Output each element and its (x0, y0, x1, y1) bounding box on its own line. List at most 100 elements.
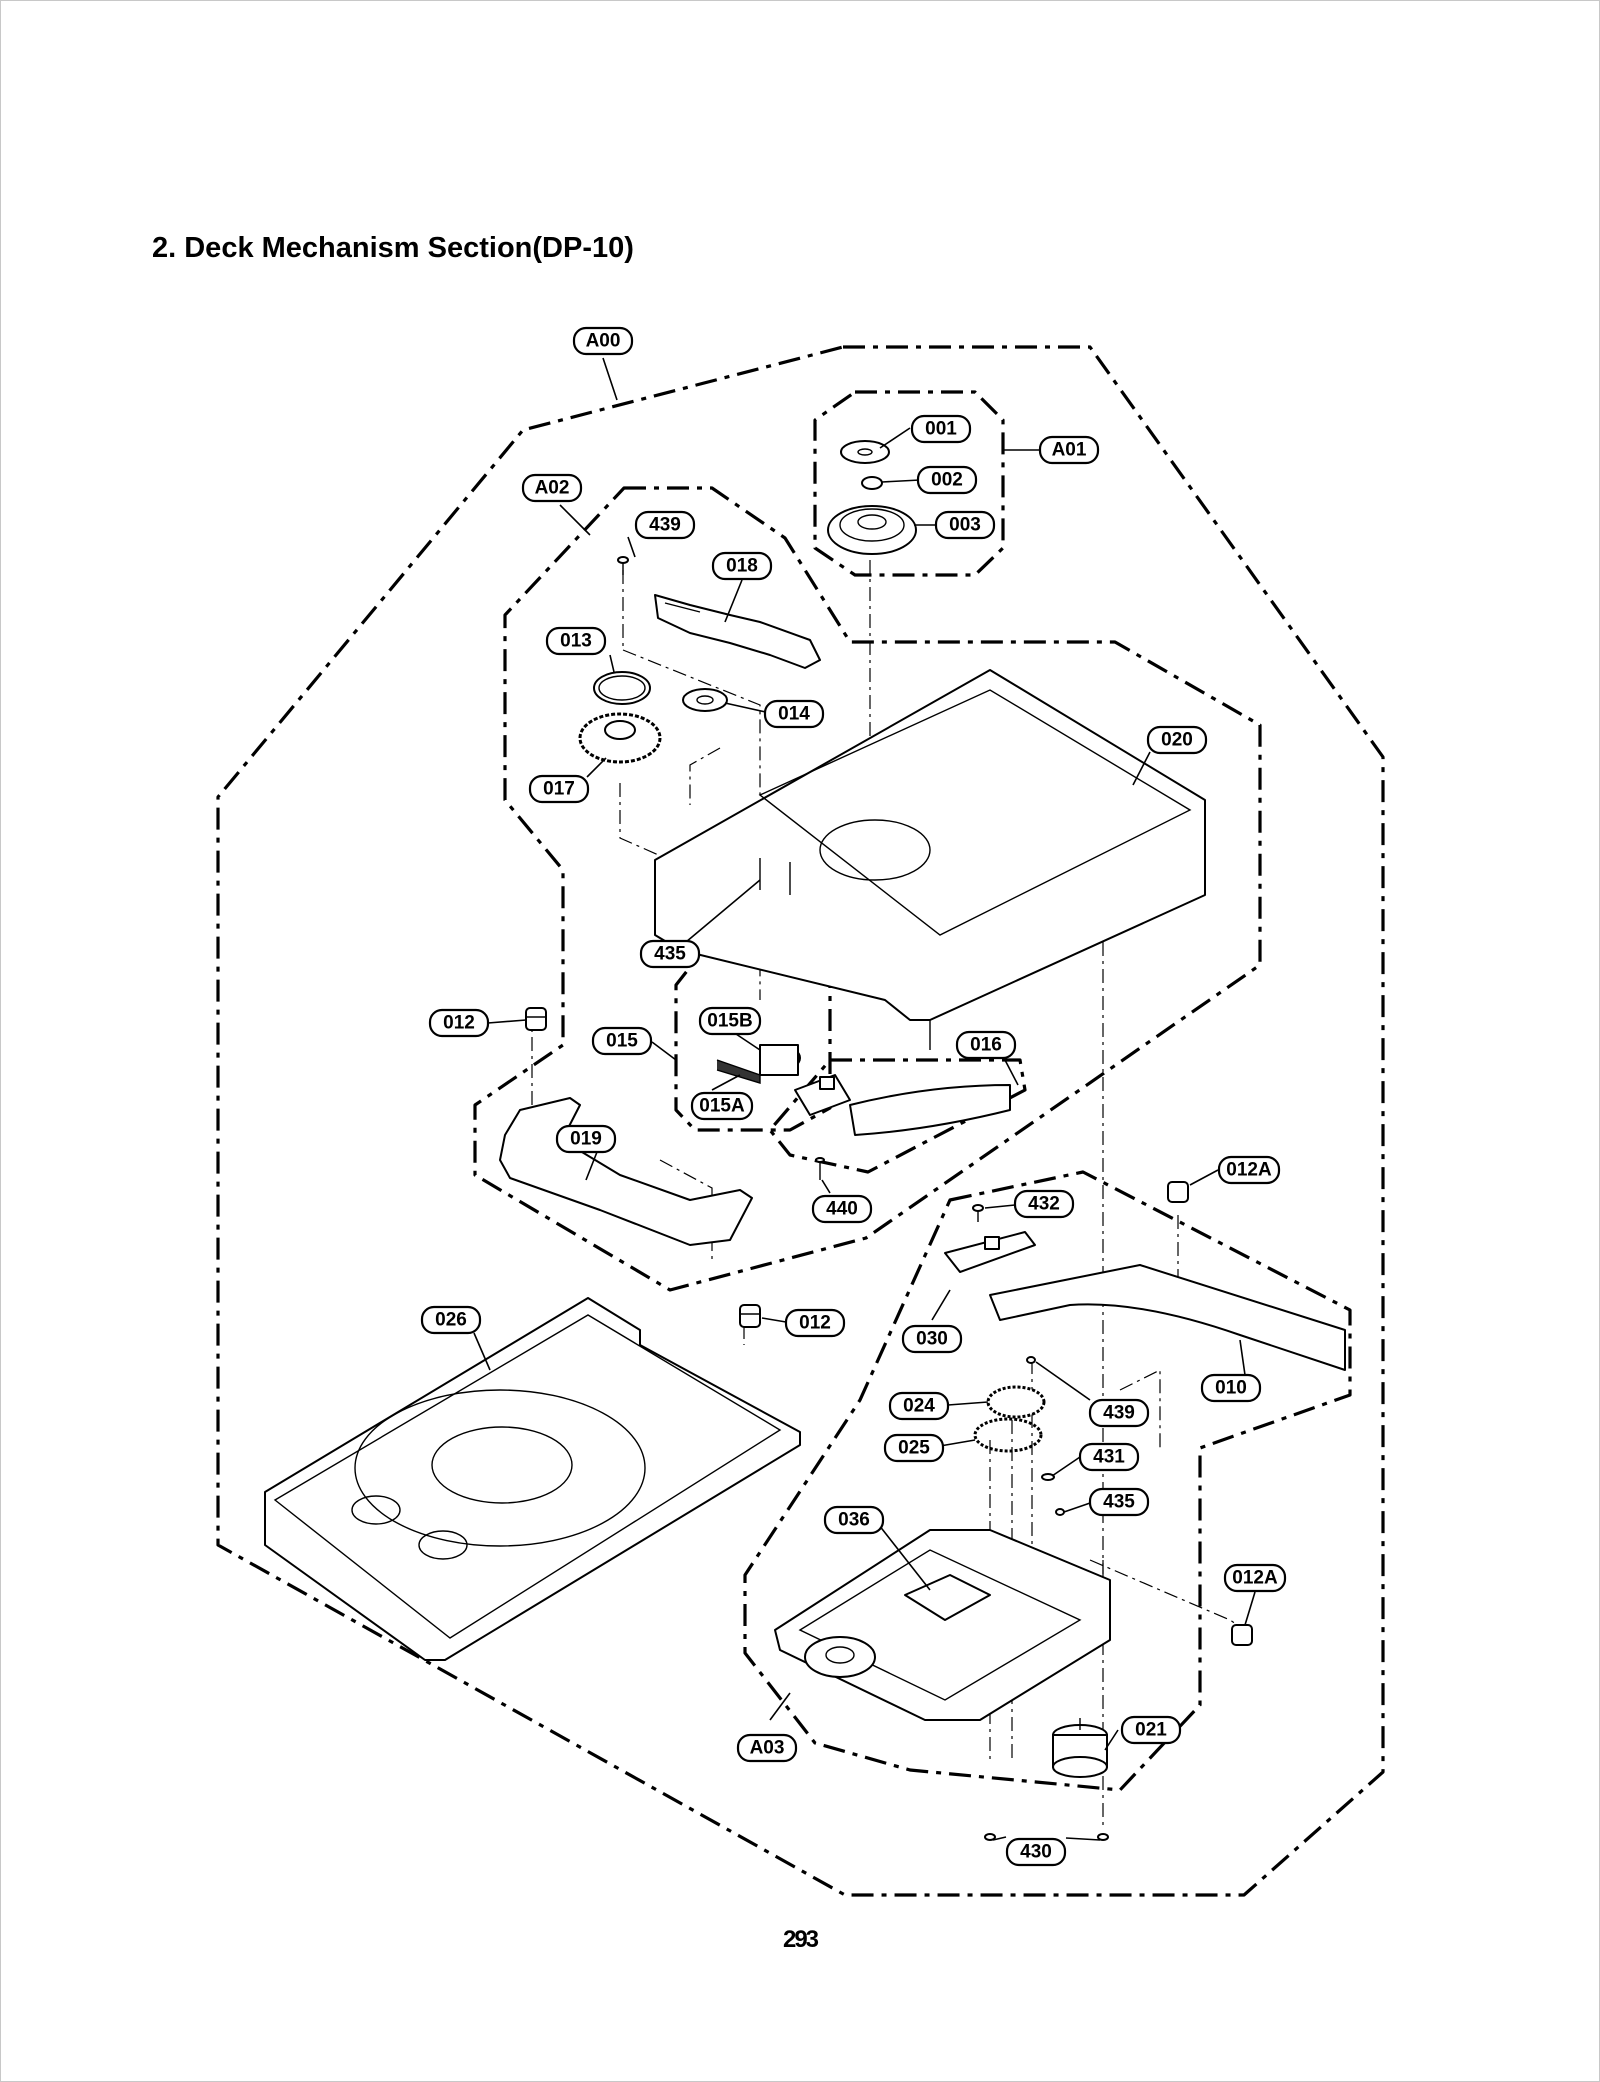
part-label-430: 430 (1005, 1837, 1067, 1867)
part-014-washer (682, 688, 728, 712)
part-012-rubber-left (525, 1007, 547, 1031)
part-016-pcb (794, 1074, 1011, 1136)
part-430-screws (984, 1833, 1109, 1841)
svg-text:036: 036 (838, 1510, 870, 1531)
svg-text:016: 016 (970, 1035, 1002, 1056)
part-label-435-top: 435 (639, 939, 701, 969)
part-015A-belt (716, 1059, 761, 1084)
part-label-A00: A00 (572, 326, 634, 356)
part-024-gear (986, 1385, 1046, 1419)
svg-text:A02: A02 (535, 478, 570, 499)
svg-text:001: 001 (925, 419, 957, 440)
part-003-clamper (827, 505, 917, 555)
part-label-012A-bottom: 012A (1223, 1563, 1287, 1593)
svg-text:A01: A01 (1052, 440, 1087, 461)
part-label-036: 036 (823, 1505, 885, 1535)
part-label-014: 014 (763, 699, 825, 729)
svg-text:003: 003 (949, 515, 981, 536)
svg-text:019: 019 (570, 1129, 602, 1150)
part-label-012A-top: 012A (1217, 1155, 1281, 1185)
part-label-A03: A03 (736, 1733, 798, 1763)
part-017-gear (578, 712, 662, 764)
svg-text:017: 017 (543, 779, 575, 800)
part-013-belt (593, 671, 651, 705)
part-label-A01: A01 (1038, 435, 1100, 465)
svg-text:A00: A00 (586, 331, 621, 352)
svg-text:435: 435 (1103, 1492, 1135, 1513)
svg-text:030: 030 (916, 1329, 948, 1350)
part-label-021: 021 (1120, 1715, 1182, 1745)
svg-text:021: 021 (1135, 1720, 1167, 1741)
svg-text:026: 026 (435, 1310, 467, 1331)
boundary-A03 (743, 1170, 1352, 1792)
part-012A-rubber-top (1167, 1181, 1189, 1203)
part-label-015: 015 (591, 1026, 653, 1056)
part-label-432: 432 (1013, 1189, 1075, 1219)
part-label-010: 010 (1200, 1373, 1262, 1403)
part-label-A02: A02 (521, 473, 583, 503)
part-001-clamp-plate (840, 440, 890, 464)
part-021-motor (1052, 1718, 1108, 1778)
part-018-lever (654, 594, 821, 669)
svg-text:439: 439 (649, 515, 681, 536)
part-036-pickup-base (774, 1529, 1111, 1721)
part-439-screw-top (617, 556, 629, 575)
part-020-tray-holder (654, 669, 1206, 1050)
part-label-001: 001 (910, 414, 972, 444)
svg-text:439: 439 (1103, 1403, 1135, 1424)
part-432-screw (972, 1204, 984, 1222)
part-label-019: 019 (555, 1124, 617, 1154)
svg-text:015B: 015B (707, 1011, 752, 1032)
part-label-439-top: 439 (634, 510, 696, 540)
part-431-washer (1041, 1473, 1055, 1481)
part-012A-rubber-bottom (1231, 1624, 1253, 1646)
page-number: 293 (782, 1926, 819, 1953)
boundary-A00 (216, 345, 1385, 1897)
part-label-013: 013 (545, 626, 607, 656)
part-label-016: 016 (955, 1030, 1017, 1060)
part-label-440: 440 (811, 1194, 873, 1224)
svg-text:A03: A03 (750, 1738, 785, 1759)
part-label-024: 024 (888, 1391, 950, 1421)
svg-text:013: 013 (560, 631, 592, 652)
svg-text:010: 010 (1215, 1378, 1247, 1399)
svg-text:012: 012 (799, 1313, 831, 1334)
part-label-003: 003 (934, 510, 996, 540)
boundary-016 (768, 1058, 1027, 1174)
svg-text:024: 024 (903, 1396, 935, 1417)
part-label-431: 431 (1078, 1442, 1140, 1472)
part-label-435-lower: 435 (1088, 1487, 1150, 1517)
svg-text:435: 435 (654, 944, 686, 965)
part-label-020: 020 (1146, 725, 1208, 755)
boundary-A02 (473, 486, 1262, 1292)
svg-text:431: 431 (1093, 1447, 1125, 1468)
svg-text:015A: 015A (699, 1096, 745, 1117)
svg-text:012A: 012A (1226, 1160, 1272, 1181)
svg-text:015: 015 (606, 1031, 638, 1052)
part-label-012-middle: 012 (784, 1308, 846, 1338)
part-label-030: 030 (901, 1324, 963, 1354)
part-439-screw-lower (1026, 1356, 1036, 1364)
svg-text:432: 432 (1028, 1194, 1060, 1215)
svg-text:018: 018 (726, 556, 758, 577)
part-435-screws-top (759, 858, 791, 895)
svg-text:430: 430 (1020, 1842, 1052, 1863)
svg-text:014: 014 (778, 704, 810, 725)
part-label-026: 026 (420, 1305, 482, 1335)
part-012-rubber-middle (739, 1304, 761, 1328)
part-label-012-left: 012 (428, 1008, 490, 1038)
part-010-ffc-cable (989, 1264, 1346, 1371)
svg-text:025: 025 (898, 1438, 930, 1459)
part-label-015B: 015B (698, 1006, 762, 1036)
svg-text:012: 012 (443, 1013, 475, 1034)
part-435-screw-lower (1055, 1508, 1065, 1516)
part-label-015A: 015A (690, 1091, 754, 1121)
part-030-rack (944, 1231, 1036, 1273)
part-label-002: 002 (916, 465, 978, 495)
page-title: 2. Deck Mechanism Section(DP-10) (152, 232, 634, 264)
part-026-tray (264, 1297, 801, 1661)
part-label-017: 017 (528, 774, 590, 804)
part-015B-motor (759, 1044, 801, 1076)
part-label-439-lower: 439 (1088, 1398, 1150, 1428)
